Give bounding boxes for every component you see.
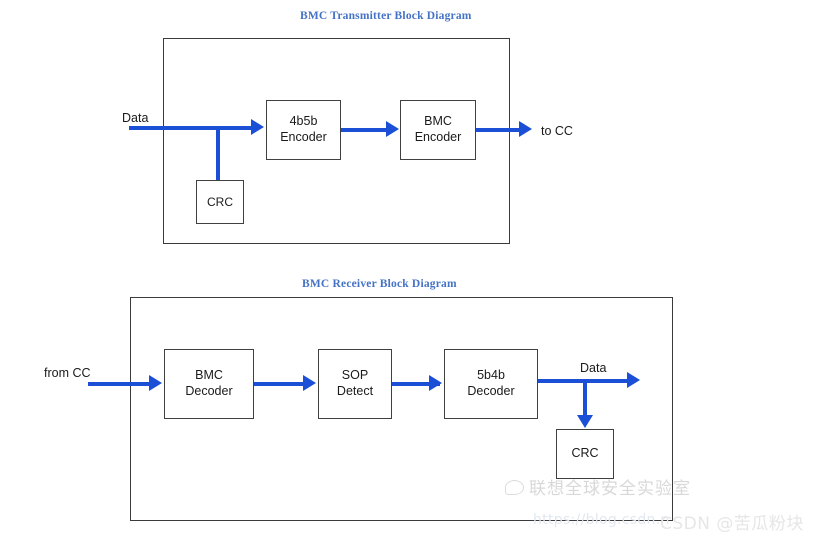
- transmitter-block-4b5b-encoder[interactable]: 4b5b Encoder: [266, 100, 341, 160]
- block-label-line1: 4b5b: [289, 114, 318, 129]
- block-label-line2: Encoder: [280, 130, 327, 144]
- arrowhead-data-out: [627, 372, 640, 388]
- arrowhead-into-bmc-decoder: [149, 375, 162, 391]
- arrowhead-into-bmc-encoder: [386, 121, 399, 137]
- transmitter-output-label: to CC: [541, 124, 573, 138]
- wire-from-cc: [88, 382, 152, 386]
- transmitter-block-bmc-encoder[interactable]: BMC Encoder: [400, 100, 476, 160]
- receiver-block-5b4b-decoder[interactable]: 5b4b Decoder: [444, 349, 538, 419]
- block-label-line2: Decoder: [467, 384, 515, 398]
- wire-bmc-decoder-to-sop: [254, 382, 306, 386]
- block-label-line1: 5b4b: [477, 368, 505, 383]
- arrowhead-to-cc: [519, 121, 532, 137]
- wire-data-in: [129, 126, 253, 130]
- wire-4b5b-to-bmc-encoder: [341, 128, 389, 132]
- receiver-output-label: Data: [580, 361, 607, 375]
- block-label-line1: CRC: [571, 446, 599, 461]
- transmitter-input-label: Data: [122, 111, 149, 125]
- block-label-line1: CRC: [207, 194, 233, 209]
- block-label-line1: BMC: [424, 114, 452, 129]
- receiver-title: BMC Receiver Block Diagram: [302, 278, 457, 290]
- receiver-block-sop-detect[interactable]: SOP Detect: [318, 349, 392, 419]
- receiver-container: [130, 297, 673, 521]
- arrowhead-into-sop-detect: [303, 375, 316, 391]
- transmitter-container: [163, 38, 510, 244]
- block-label-line1: SOP: [341, 368, 369, 383]
- block-label-line2: Decoder: [185, 384, 233, 398]
- block-label-line1: BMC: [195, 368, 223, 383]
- wire-data-branch-to-crc: [216, 126, 220, 182]
- transmitter-title: BMC Transmitter Block Diagram: [300, 10, 472, 22]
- receiver-block-bmc-decoder[interactable]: BMC Decoder: [164, 349, 254, 419]
- receiver-block-crc[interactable]: CRC: [556, 429, 614, 479]
- wire-sop-to-5b4b-decoder: [392, 382, 440, 386]
- arrowhead-into-5b4b-decoder: [429, 375, 442, 391]
- csdn-author-watermark: CSDN @苦瓜粉块: [660, 514, 804, 534]
- wire-data-branch-to-crc: [583, 379, 587, 419]
- wire-to-cc: [476, 128, 522, 132]
- transmitter-block-crc[interactable]: CRC: [196, 180, 244, 224]
- arrowhead-into-crc: [577, 415, 593, 428]
- block-label-line2: Detect: [336, 384, 374, 398]
- arrowhead-into-4b5b: [251, 119, 264, 135]
- receiver-input-label: from CC: [44, 366, 91, 380]
- block-label-line2: Encoder: [414, 130, 462, 144]
